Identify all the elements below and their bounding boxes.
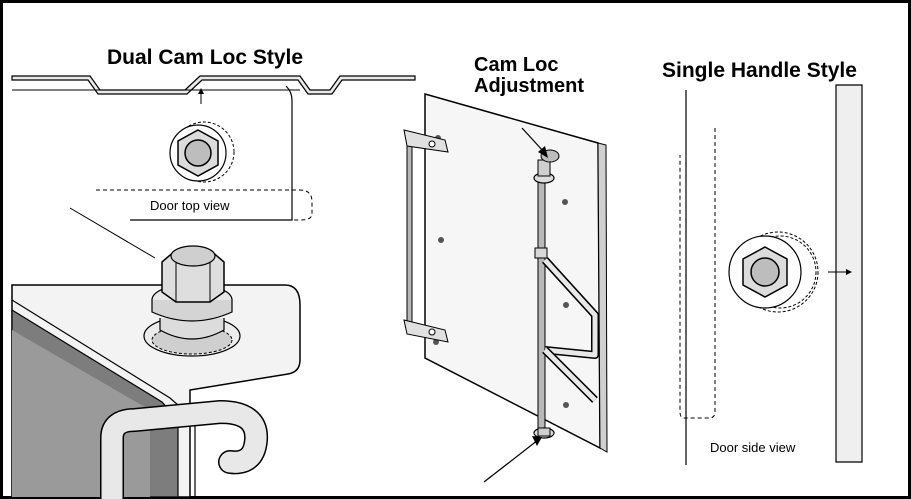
cam-bolt-top [170, 245, 216, 267]
screw [563, 302, 569, 308]
cam-bolt [750, 257, 780, 287]
door-dashed-outline [679, 128, 716, 419]
arrow-bottom-line [483, 439, 539, 483]
cam-washer-side [151, 300, 233, 322]
door-assembly [403, 93, 608, 483]
hinge-rod [406, 137, 413, 331]
arrow-top-head [538, 146, 548, 158]
screw [433, 339, 439, 345]
arrow-bottom-head [532, 436, 542, 446]
screw [563, 402, 569, 408]
door-handle [543, 258, 598, 358]
single-handle-style-title: Single Handle Style [662, 59, 857, 82]
cam-rotation-dashed [173, 121, 235, 183]
bracket-hole [428, 140, 436, 148]
screw [438, 237, 444, 243]
cam-bolt [184, 139, 212, 167]
cam-loc-adjustment-title-line2: Adjustment [474, 75, 584, 97]
dual-cam-top-view [11, 75, 416, 259]
bracket-hole [428, 328, 436, 336]
arrow-head [846, 269, 852, 275]
handle-lower [543, 348, 597, 402]
frame-profile [11, 75, 416, 95]
bottom-bracket [403, 319, 449, 343]
door-panel-edge [597, 142, 608, 453]
arrow-top-line [521, 127, 545, 153]
top-bracket [403, 129, 449, 153]
top-cam-nut [537, 159, 551, 177]
cam-collar [159, 318, 225, 340]
dual-cam-loc-style-title: Dual Cam Loc Style [107, 46, 304, 69]
dual-cam-cabinet [11, 245, 301, 499]
cam-rod [537, 177, 546, 434]
cam-loc-adjustment-title-line1: Cam Loc [474, 54, 559, 76]
door-top-view-label: Door top view [150, 198, 230, 213]
screw [562, 199, 568, 205]
door-side-view-label: Door side view [710, 440, 796, 455]
rod-coupler [534, 247, 548, 259]
leader-line [69, 207, 156, 259]
bottom-cam-nut [537, 427, 551, 437]
handle-tube [101, 401, 267, 499]
arrow-head [198, 88, 204, 94]
door-top-dashed [96, 189, 313, 221]
door-top-outline [130, 85, 293, 221]
single-handle-side-view [679, 84, 863, 465]
